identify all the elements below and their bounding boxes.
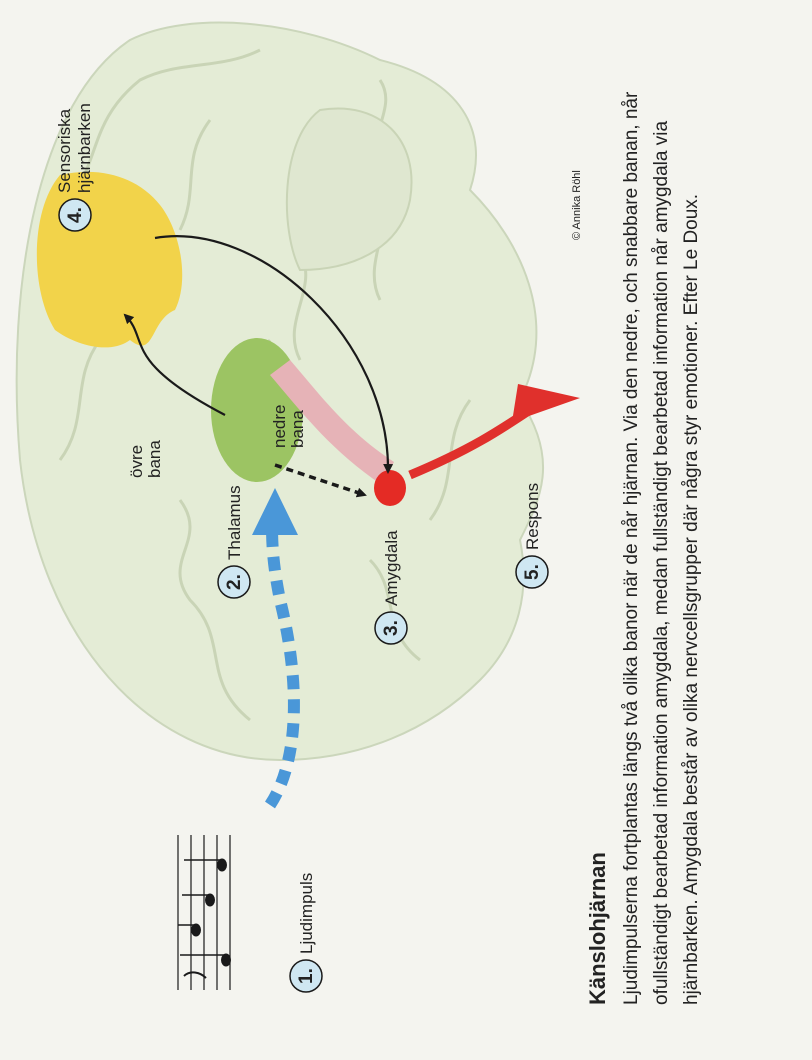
step2-badge: 2. — [218, 566, 250, 598]
upper-path-label-line1: övre — [127, 445, 146, 478]
caption-block: Känslohjärnan Ljudimpulserna fortplantas… — [585, 45, 707, 1005]
sensory-cortex-label-line1: Sensoriska — [55, 108, 74, 193]
step5-number: 5. — [522, 564, 543, 580]
step3-number: 3. — [381, 620, 402, 636]
thalamus-label: Thalamus — [225, 485, 244, 560]
step1-number: 1. — [296, 968, 317, 984]
sensory-cortex-label-line2: hjärnbarken — [75, 103, 94, 193]
upper-path-label-line2: bana — [145, 440, 164, 478]
music-notes-icon — [178, 835, 231, 990]
amygdala-label: Amygdala — [382, 530, 401, 606]
step2-number: 2. — [224, 574, 245, 590]
step4-number: 4. — [65, 207, 86, 223]
respons-label: Respons — [523, 483, 542, 550]
response-arrowhead — [512, 384, 580, 422]
step5-badge: 5. — [516, 556, 548, 588]
lower-path-label-line2: bana — [288, 410, 307, 448]
caption-body: Ljudimpulserna fortplantas längs två oli… — [617, 45, 707, 1005]
lower-path-label-line1: nedre — [270, 405, 289, 448]
copyright-credit: © Annika Röhl — [571, 170, 583, 240]
caption-title: Känslohjärnan — [585, 45, 611, 1005]
step3-badge: 3. — [375, 612, 407, 644]
step4-badge: 4. — [59, 199, 91, 231]
amygdala-region — [374, 470, 406, 506]
ljudimpuls-label: Ljudimpuls — [297, 873, 316, 954]
step1-badge: 1. — [290, 960, 322, 992]
